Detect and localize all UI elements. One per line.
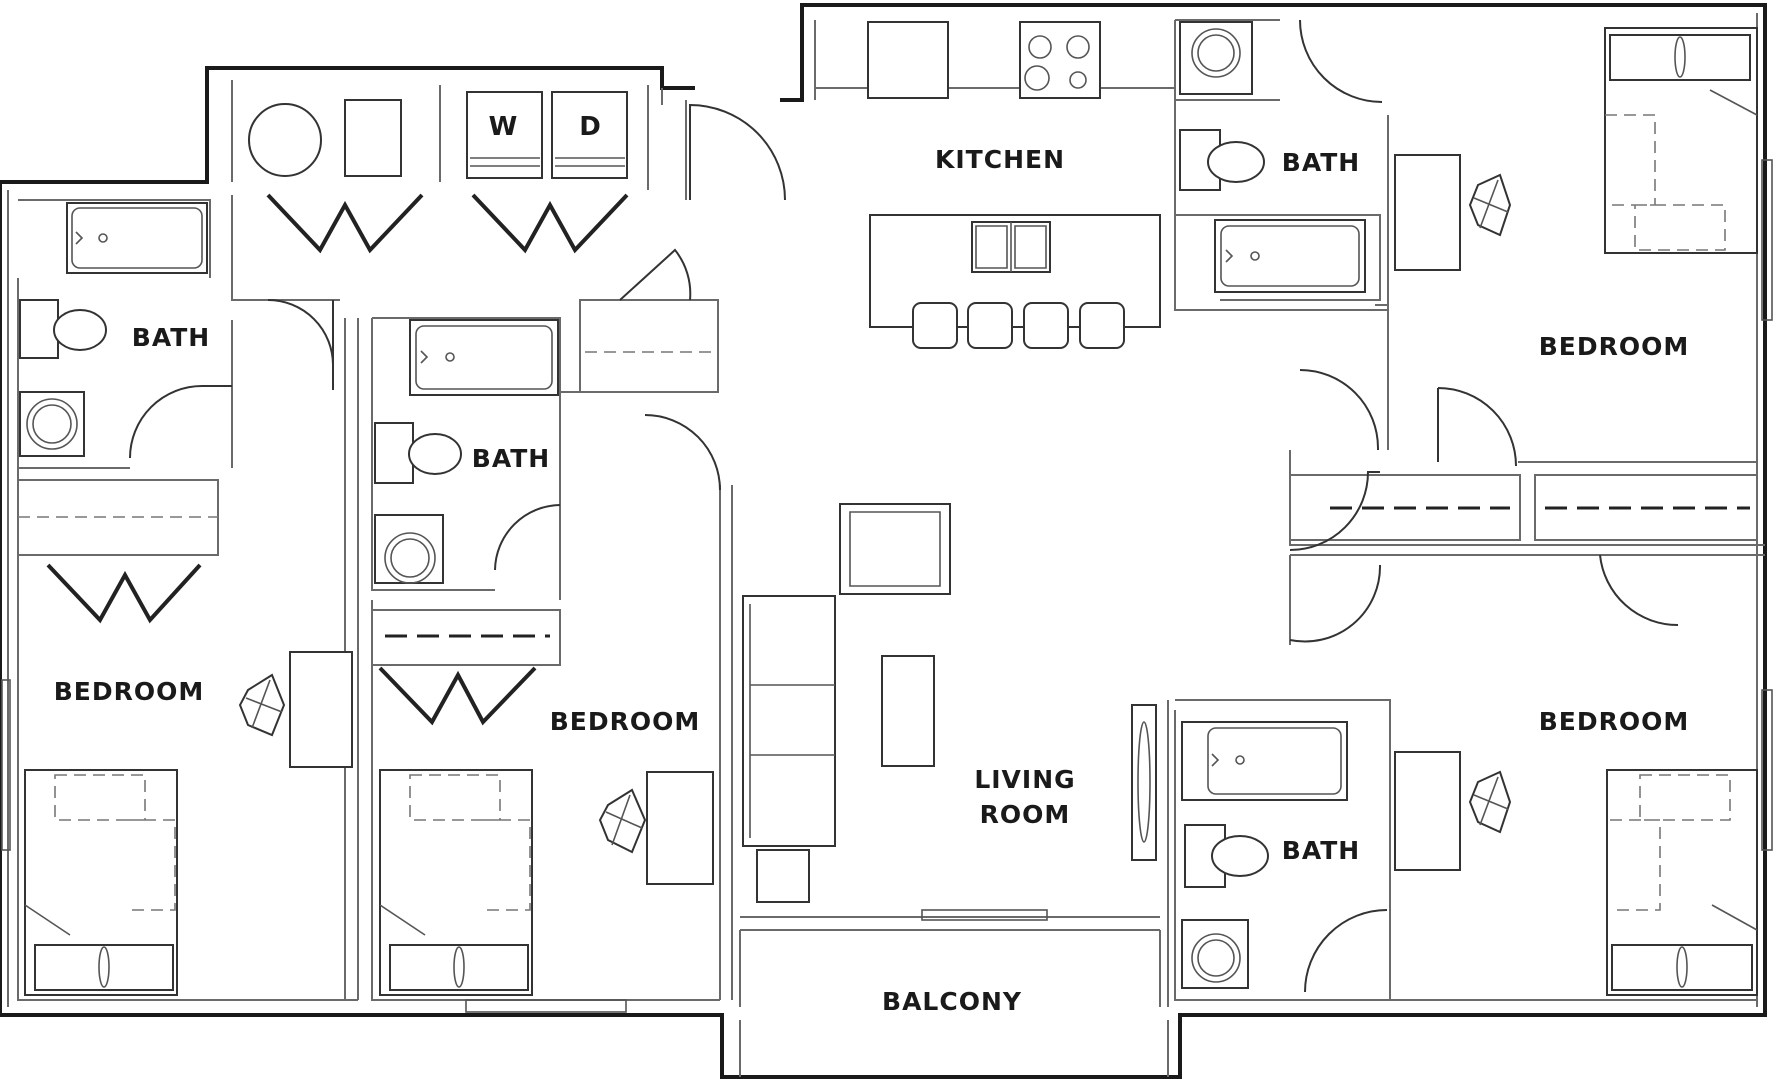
sink [1179,21,1253,95]
water-heater [248,103,322,177]
washer: W [466,91,543,179]
toilet-tank [374,422,414,484]
furnace [344,99,402,177]
bath-top-right-fixtures [1179,21,1366,293]
label-bedroom-left: BEDROOM [54,677,205,706]
dryer: D [551,91,628,179]
bedroom-left-furniture [24,651,353,996]
coffee-table [881,655,935,767]
toilet [53,309,107,351]
toilet [1211,835,1269,877]
sofa [742,595,836,847]
bathtub [1181,721,1348,801]
kitchen-fixtures [815,21,1175,349]
pillows [389,944,529,991]
closet-doors [46,193,629,726]
desk [646,771,714,885]
pillows [34,944,174,991]
windows [1,159,1773,1013]
bath-bottom-right-fixtures [1181,721,1348,989]
toilet-tank [19,299,59,359]
interior-walls [17,19,1765,1077]
dryer-label: D [579,112,601,142]
end-table [756,849,810,903]
pillows [1609,34,1751,81]
pillows [1611,944,1753,991]
tv-console [1131,704,1157,861]
bathtub [66,202,208,274]
bar-stools [912,302,1125,349]
desk-chair [598,788,647,854]
washer-label: W [489,112,518,142]
bedroom-bottom-right-furniture [1394,751,1758,996]
label-bedroom-middle: BEDROOM [550,707,701,736]
room-labels: KITCHEN BATH BATH BATH BATH BEDROOM BEDR… [54,145,1690,1016]
living-furniture [742,503,1157,903]
label-bedroom-bottom-right: BEDROOM [1539,707,1690,736]
label-bath-bottom-right: BATH [1282,836,1360,865]
label-bedroom-top-right: BEDROOM [1539,332,1690,361]
range [1019,21,1101,99]
label-bath-left: BATH [132,323,210,352]
label-bath-middle: BATH [472,444,550,473]
closet-shelves [18,351,1750,666]
desk [1394,751,1461,871]
label-living-line1: LIVING [974,765,1075,794]
bedroom-middle-furniture [379,769,714,996]
bedroom-top-right-furniture [1394,27,1758,271]
bathtub [1214,219,1366,293]
label-living-line2: ROOM [980,800,1071,829]
refrigerator [867,21,949,99]
toilet [1207,141,1265,183]
bath-left-fixtures [19,202,208,457]
label-kitchen: KITCHEN [935,145,1065,174]
laundry-area: W D [248,91,628,179]
bath-middle-fixtures [374,319,559,584]
label-bath-top-right: BATH [1282,148,1360,177]
desk [1394,154,1461,271]
toilet [408,433,462,475]
desk [289,651,353,768]
sink [19,391,85,457]
armchair [839,503,951,595]
bathtub [409,319,559,396]
label-balcony: BALCONY [882,987,1022,1016]
